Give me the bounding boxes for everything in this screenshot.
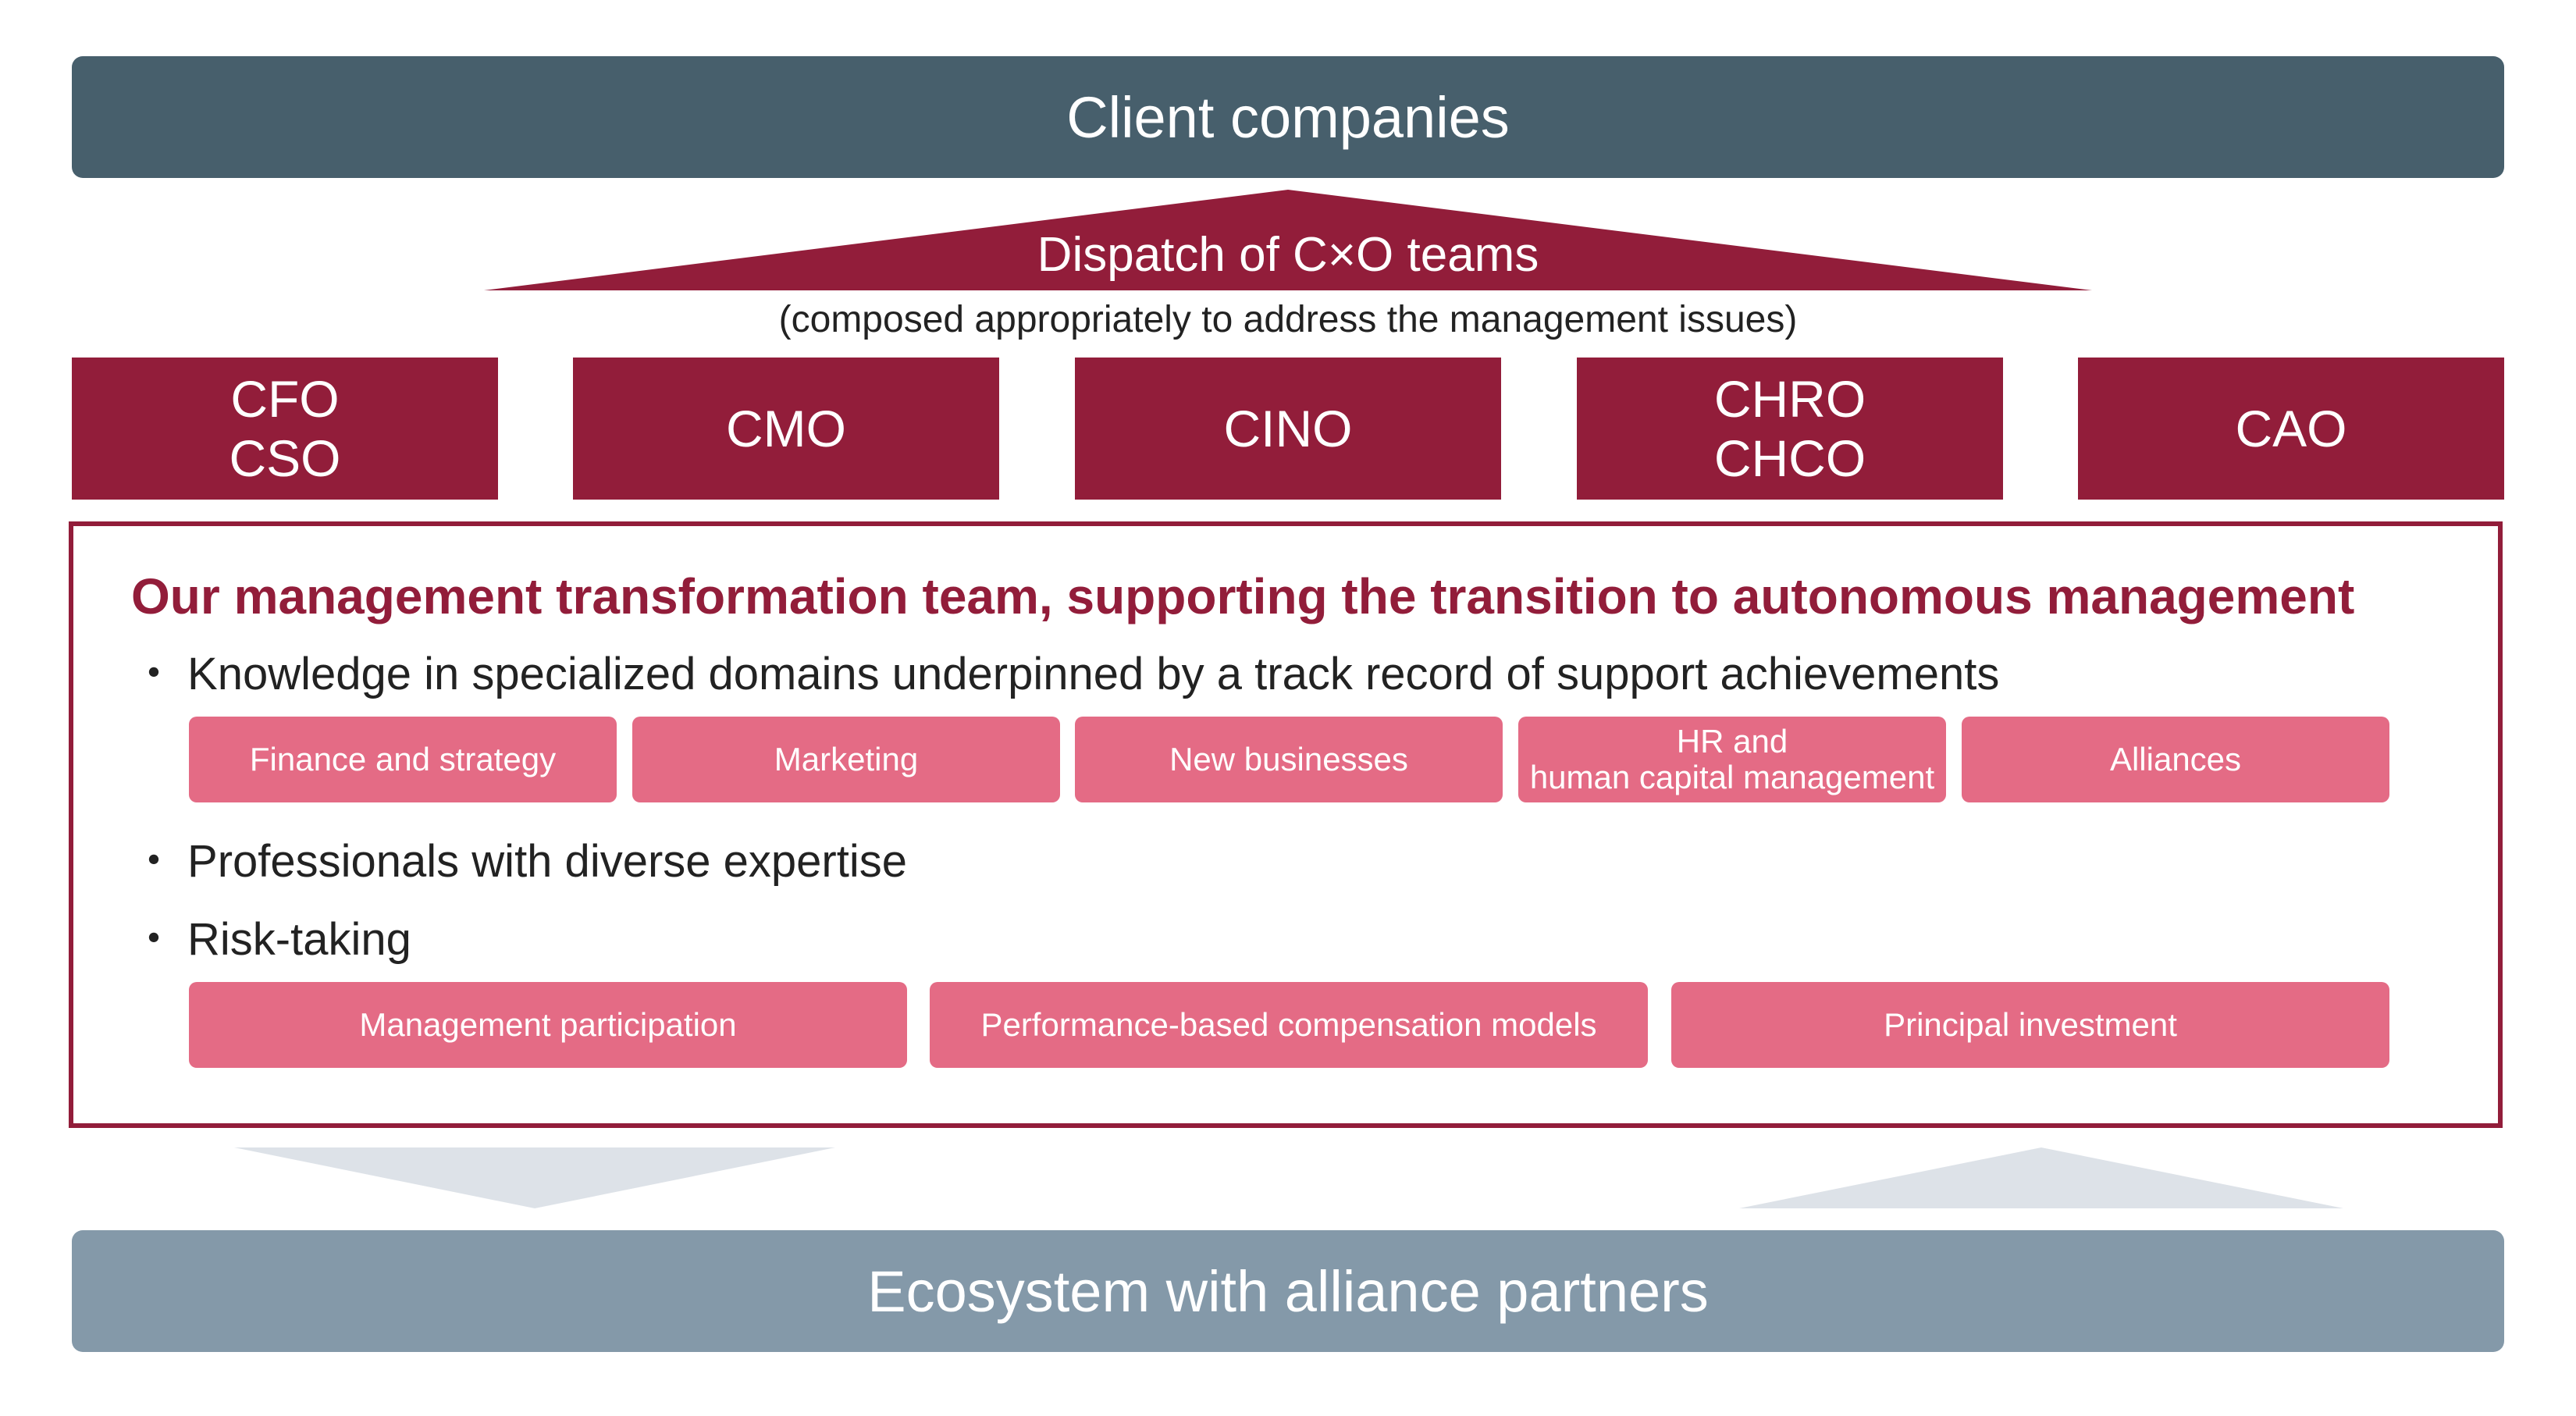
bullet-text: Risk-taking (187, 914, 411, 965)
cxo-label: CHRO (1713, 370, 1866, 428)
bullet-dot: ・ (131, 649, 177, 699)
tag-label: Alliances (2109, 741, 2242, 777)
tag-label: human capital management (1529, 759, 1935, 795)
tag-label: Finance and strategy (249, 741, 557, 777)
cxo-label: CSO (229, 429, 341, 487)
tag-marketing: Marketing (632, 717, 1060, 802)
tag-label: Principal investment (1884, 1006, 2177, 1043)
tag-management-participation: Management participation (189, 982, 907, 1068)
bullet-text: Professionals with diverse expertise (187, 836, 907, 887)
cxo-box-cao: CAO (2078, 358, 2504, 500)
client-companies-bar: Client companies (72, 56, 2504, 178)
cxo-box-chro-chco: CHRO CHCO (1577, 358, 2003, 500)
tag-label: Management participation (359, 1006, 737, 1043)
cxo-label: CINO (1223, 400, 1353, 457)
tag-finance-strategy: Finance and strategy (189, 717, 617, 802)
cxo-label: CHCO (1713, 429, 1866, 487)
cxo-label: CAO (2235, 400, 2347, 457)
tag-label: HR and (1676, 723, 1788, 760)
up-arrow-icon (1739, 1147, 2343, 1208)
client-companies-label: Client companies (1066, 84, 1510, 150)
tag-alliances: Alliances (1962, 717, 2389, 802)
dispatch-subtitle: (composed appropriately to address the m… (778, 299, 1798, 340)
team-title: Our management transformation team, supp… (131, 568, 2355, 624)
tag-principal-investment: Principal investment (1671, 982, 2389, 1068)
tag-label: New businesses (1169, 741, 1408, 777)
tag-hr: HR and human capital management (1518, 717, 1946, 802)
cxo-box-cmo: CMO (573, 358, 999, 500)
cxo-box-cfo-cso: CFO CSO (72, 358, 498, 500)
bullet-dot: ・ (131, 836, 177, 887)
dispatch-title: Dispatch of C×O teams (1037, 228, 1539, 282)
tag-label: Marketing (774, 741, 919, 777)
cxo-label: CMO (726, 400, 846, 457)
bullet-text: Knowledge in specialized domains underpi… (187, 649, 2000, 699)
dispatch-arrow-icon (484, 190, 2092, 290)
ecosystem-bar: Ecosystem with alliance partners (72, 1230, 2504, 1352)
team-panel (69, 521, 2503, 1128)
ecosystem-label: Ecosystem with alliance partners (867, 1258, 1709, 1324)
tag-label: Performance-based compensation models (980, 1006, 1597, 1043)
cxo-box-cino: CINO (1075, 358, 1501, 500)
bullet-dot: ・ (131, 914, 177, 965)
bullet-professionals: ・Professionals with diverse expertise (131, 832, 907, 891)
cxo-label: CFO (230, 370, 340, 428)
bullet-risk-taking: ・Risk-taking (131, 910, 411, 969)
tag-performance-compensation: Performance-based compensation models (930, 982, 1648, 1068)
tag-new-businesses: New businesses (1075, 717, 1503, 802)
bullet-knowledge: ・Knowledge in specialized domains underp… (131, 645, 1999, 704)
down-arrow-icon (234, 1147, 835, 1208)
